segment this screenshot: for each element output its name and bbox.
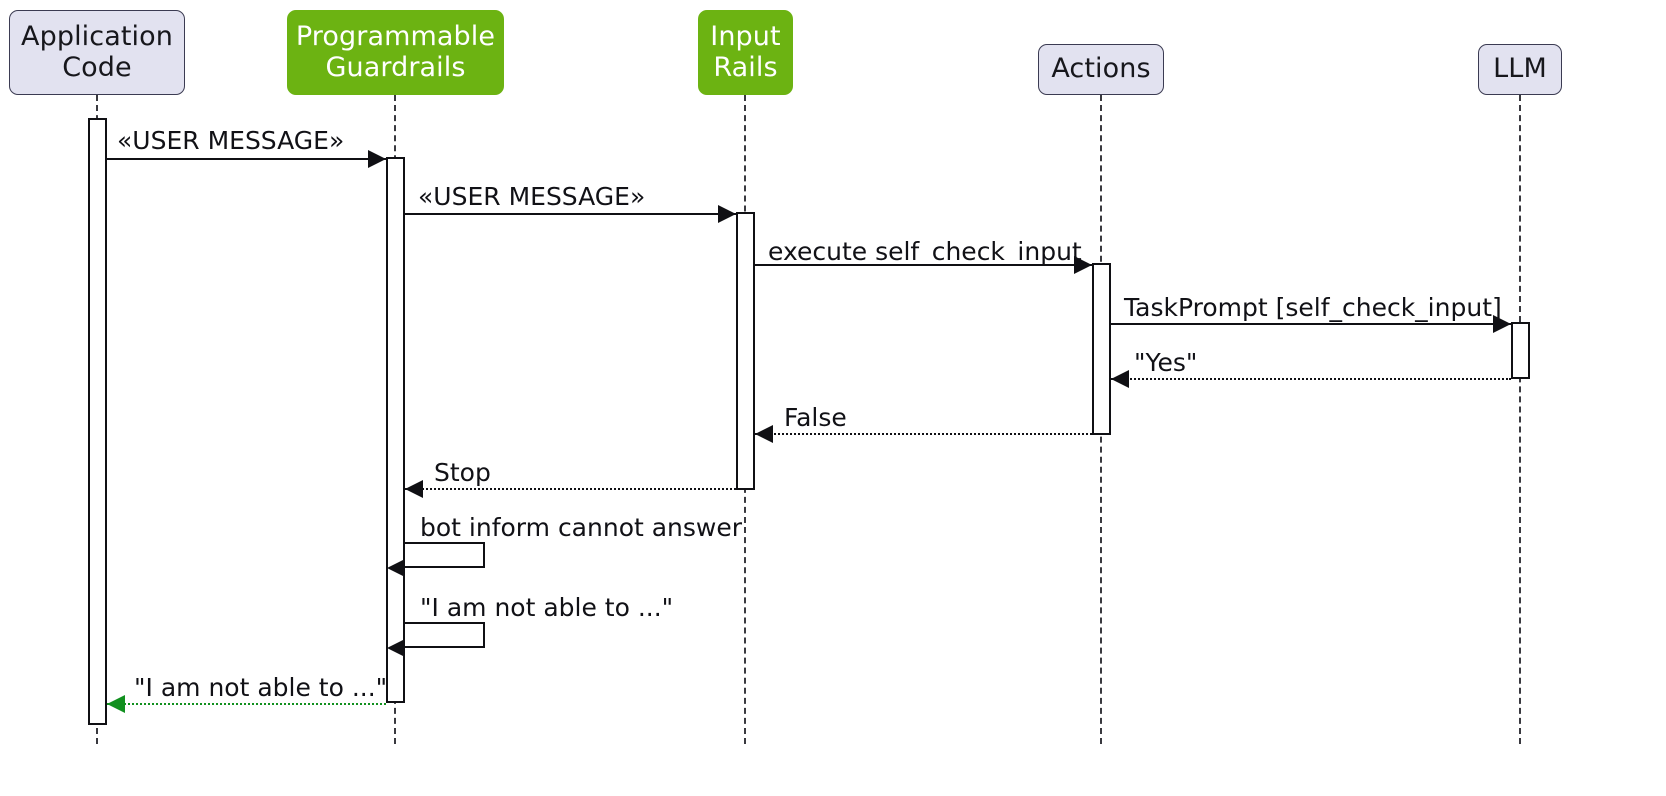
message-label-2: «USER MESSAGE» [418, 182, 646, 211]
message-line-5 [1111, 378, 1511, 380]
message-label-8: bot inform cannot answer [420, 513, 743, 542]
message-line-4 [1111, 323, 1511, 325]
arrowhead-left-icon [1111, 370, 1129, 388]
arrowhead-left-icon [405, 480, 423, 498]
message-label-1: «USER MESSAGE» [117, 126, 345, 155]
participant-guardrails[interactable]: Programmable Guardrails [287, 10, 504, 95]
self-message-loop-8 [405, 542, 485, 568]
message-label-3: execute self_check_input [768, 237, 1082, 266]
message-line-10 [107, 703, 386, 705]
lifeline-llm [1519, 95, 1521, 744]
message-label-7: Stop [434, 458, 491, 487]
participant-app[interactable]: Application Code [9, 10, 185, 95]
arrowhead-right-icon [1493, 315, 1511, 333]
message-label-4: TaskPrompt [self_check_input] [1124, 293, 1502, 322]
message-line-1 [107, 158, 386, 160]
message-label-6: False [784, 403, 847, 432]
message-line-6 [755, 433, 1092, 435]
message-line-3 [755, 264, 1092, 266]
activation-bar-rails [736, 212, 755, 490]
activation-bar-guardrails [386, 157, 405, 703]
arrowhead-left-icon [755, 425, 773, 443]
message-label-5: "Yes" [1134, 348, 1198, 377]
participant-actions[interactable]: Actions [1038, 44, 1164, 95]
message-label-10: "I am not able to ..." [134, 673, 388, 702]
message-line-2 [405, 213, 736, 215]
activation-bar-app [88, 118, 107, 725]
message-line-7 [405, 488, 736, 490]
arrowhead-right-icon [1074, 256, 1092, 274]
message-label-9: "I am not able to ..." [420, 593, 674, 622]
self-message-loop-9 [405, 622, 485, 648]
activation-bar-actions [1092, 263, 1111, 435]
participant-rails[interactable]: Input Rails [698, 10, 793, 95]
arrowhead-left-icon [387, 639, 405, 657]
activation-bar-llm [1511, 322, 1530, 379]
arrowhead-left-icon [107, 695, 125, 713]
arrowhead-right-icon [368, 150, 386, 168]
participant-llm[interactable]: LLM [1478, 44, 1562, 95]
arrowhead-left-icon [387, 559, 405, 577]
arrowhead-right-icon [718, 205, 736, 223]
